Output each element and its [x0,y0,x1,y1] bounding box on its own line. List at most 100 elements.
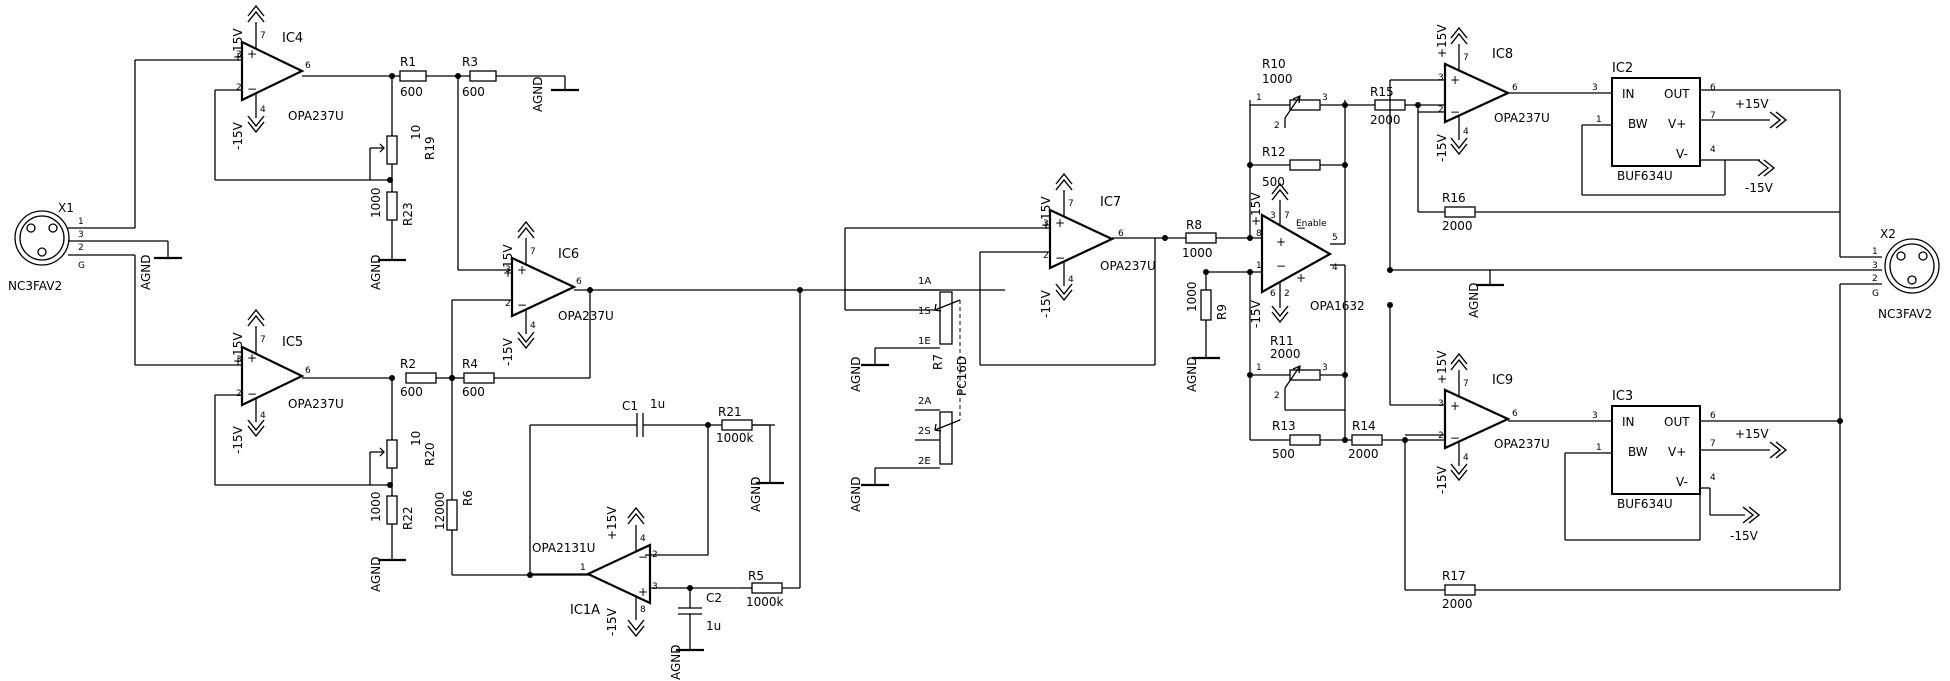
ic7-neg-supply: -15V [1039,289,1053,318]
ic8-pin7: 7 [1463,53,1469,63]
r10-pin1: 1 [1256,93,1262,103]
ic2-pin7: 7 [1710,111,1716,121]
ic4-part: OPA237U [288,109,344,123]
buffer-ic2: IN OUT BW V+ V- 3 1 6 7 4 BUF634U IC2 [1592,61,1716,183]
ic2-pin3: 3 [1592,83,1598,93]
opa1632-pin8: 8 [1256,229,1262,239]
r22-value: 1000 [369,491,383,522]
agnd-out: AGND [1467,282,1481,318]
svg-text:+: + [517,263,527,277]
ic8-part: OPA237U [1494,111,1550,125]
agnd-x1: AGND [139,254,153,290]
ic7-pos-supply: +15V [1039,196,1053,230]
ic1a-pin4: 4 [640,534,646,544]
ic7-pin4: 4 [1068,275,1074,285]
svg-text:−: − [638,550,648,564]
svg-text:+: + [638,585,648,599]
r7-pin-1s: 1S [918,306,931,317]
svg-text:−: − [517,298,527,312]
x1-pin2: 2 [78,243,84,253]
r10-value: 1000 [1262,72,1293,86]
svg-text:+: + [247,47,257,61]
ic4-pin6: 6 [305,61,311,71]
ic9-pin4: 4 [1463,453,1469,463]
ic1a-pin2: 2 [652,550,658,560]
agnd-r9: AGND [1185,356,1199,392]
x1-g: G [78,261,85,271]
ic4-pin3: 3 [236,50,242,60]
ic8-pin3: 3 [1438,73,1444,83]
opamp-ic9: + − 3 2 7 4 6 +15V -15V IC9 OPA237U [1435,350,1550,494]
ic3-pin3: 3 [1592,411,1598,421]
r15-ref: R15 [1370,85,1394,99]
agnd-r23: AGND [369,254,383,290]
r19-value: 10 [409,125,423,140]
r12-value: 500 [1262,175,1285,189]
ic6-pin6: 6 [576,277,582,287]
ic3-out: OUT [1664,415,1690,429]
agnd-c2: AGND [669,644,683,680]
opamp-ic7: + − 3 2 7 4 6 +15V -15V IC7 OPA237U [1039,173,1156,318]
ic7-pin6: 6 [1118,229,1124,239]
x2-g: G [1872,289,1879,299]
r9-ref: R9 [1215,304,1229,320]
ic8-pin4: 4 [1463,127,1469,137]
ic2-pin6: 6 [1710,83,1716,93]
ic7-pin2: 2 [1043,251,1049,261]
ic7-pin3: 3 [1043,219,1049,229]
ic2-in: IN [1622,87,1635,101]
r7-ref: R7 [931,354,945,370]
ic6-pos-supply: +15V [501,244,515,278]
ic4-pin4: 4 [260,105,266,115]
agnd-r22: AGND [369,556,383,592]
r9-value: 1000 [1185,281,1199,312]
svg-text:+: + [1296,271,1306,285]
ic9-pin3: 3 [1438,399,1444,409]
ic3-part: BUF634U [1617,497,1673,511]
r2-value: 600 [400,385,423,399]
ic3-pin1: 1 [1596,443,1602,453]
r7-pin-2s: 2S [918,426,931,437]
r5-ref: R5 [748,569,764,583]
r14-ref: R14 [1352,419,1376,433]
r20-ref: R20 [423,442,437,466]
ic8-neg-supply: -15V [1435,133,1449,162]
r11-ref: R11 [1270,334,1294,348]
x1-ref: X1 [58,201,74,215]
svg-text:−: − [1276,259,1286,273]
agnd-r7a: AGND [849,356,863,392]
ic3-pin6: 6 [1710,411,1716,421]
ic4-neg-supply: -15V [231,121,245,150]
ic5-pin7: 7 [260,335,266,345]
svg-text:−: − [1450,431,1460,445]
r3-ref: R3 [462,55,478,69]
ic1a-part: OPA2131U [532,541,595,555]
ic1a-pin3: 3 [652,582,658,592]
ic3-in: IN [1622,415,1635,429]
r23-value: 1000 [369,187,383,218]
agnd-r3: AGND [531,76,545,112]
r10-pin3: 3 [1322,93,1328,103]
svg-text:+: + [1276,235,1286,249]
svg-text:+: + [247,351,257,365]
r10-pin2: 2 [1274,121,1280,131]
ic9-neg-supply: -15V [1435,465,1449,494]
ic7-part: OPA237U [1100,259,1156,273]
r22-ref: R22 [401,506,415,530]
x2-pin2: 2 [1872,274,1878,284]
ic8-pos-supply: +15V [1435,24,1449,58]
opamp-ic6: + − 3 2 7 4 6 +15V -15V IC6 OPA237U [501,221,614,366]
ic5-pos-supply: +15V [231,332,245,366]
opa1632-neg-supply: -15V [1249,299,1263,328]
r21-value: 1000k [716,431,754,445]
ic3-neg-supply: -15V [1730,529,1759,543]
r13-ref: R13 [1272,419,1296,433]
ic3-vp: V+ [1668,445,1686,459]
ic3-bw: BW [1628,445,1648,459]
r14-value: 2000 [1348,447,1379,461]
ic3-pos-supply: +15V [1735,427,1769,441]
ic4-ref: IC4 [282,31,303,46]
ic5-ref: IC5 [282,335,303,350]
ic1a-neg-supply: -15V [605,607,619,636]
